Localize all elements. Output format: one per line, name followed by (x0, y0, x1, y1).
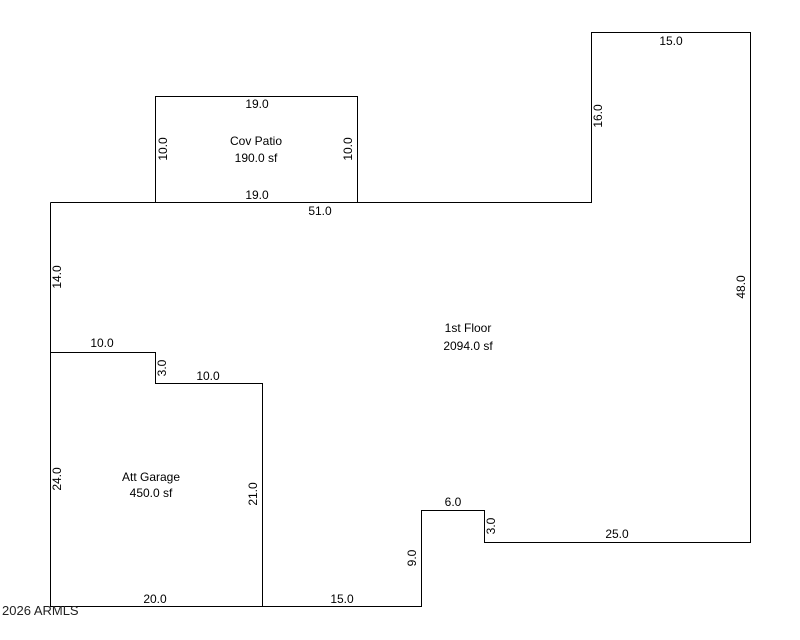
dim-south-middle: 15.0 (330, 592, 354, 606)
dim-patio-right: 10.0 (341, 137, 355, 161)
dim-floor-top: 51.0 (308, 204, 332, 218)
att-garage-outline (50, 352, 263, 607)
cov-patio-outline (155, 96, 358, 203)
cov-patio-area: 190.0 sf (235, 151, 278, 165)
dim-step-drop: 3.0 (155, 359, 169, 376)
dim-west-upper: 14.0 (50, 265, 64, 289)
dim-step-top: 10.0 (90, 336, 114, 350)
first-floor-outline (50, 32, 751, 607)
dim-ne-left: 16.0 (591, 104, 605, 128)
dim-garage-top: 10.0 (196, 369, 220, 383)
dim-garage-bottom: 20.0 (143, 592, 167, 606)
dim-east-side: 48.0 (734, 275, 748, 299)
dim-ne-top: 15.0 (659, 34, 683, 48)
dim-south-east: 25.0 (605, 527, 629, 541)
dim-garage-left: 24.0 (50, 467, 64, 491)
first-floor-name: 1st Floor (445, 321, 492, 335)
first-floor-area: 2094.0 sf (443, 339, 493, 353)
dim-bump-left: 9.0 (405, 549, 419, 566)
dim-bump-top: 6.0 (445, 495, 462, 509)
att-garage-area: 450.0 sf (130, 486, 173, 500)
dim-patio-top: 19.0 (245, 97, 269, 111)
copyright-watermark: 2026 ARMLS (2, 603, 79, 618)
dim-patio-bottom: 19.0 (245, 188, 269, 202)
cov-patio-name: Cov Patio (230, 134, 282, 148)
dim-garage-right: 21.0 (246, 482, 260, 506)
dim-bump-right: 3.0 (484, 517, 498, 534)
dim-patio-left: 10.0 (156, 137, 170, 161)
att-garage-name: Att Garage (122, 470, 180, 484)
